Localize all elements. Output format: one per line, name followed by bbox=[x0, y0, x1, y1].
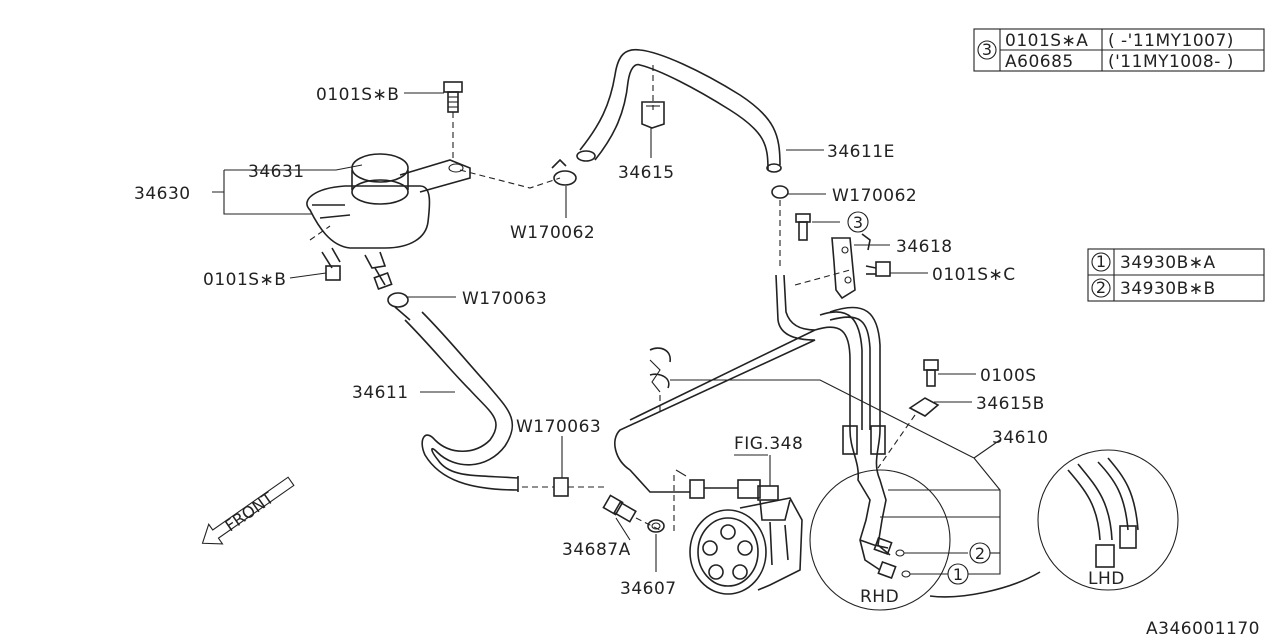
reference-table-top: 3 0101S∗A ( -'11MY1007) A60685 ('11MY100… bbox=[973, 28, 1265, 72]
callout-circle-1 bbox=[1091, 252, 1111, 272]
label-w170063-upper: W170063 bbox=[462, 289, 547, 309]
label-lhd: LHD bbox=[1088, 569, 1125, 589]
label-34615b: 34615B bbox=[976, 394, 1045, 414]
table-ref: 3 bbox=[982, 40, 992, 59]
label-bolt-b-top: 0101S∗B bbox=[316, 85, 399, 105]
label-w170062-right: W170062 bbox=[832, 186, 917, 206]
clamp-w170063-lower bbox=[522, 477, 606, 497]
label-34610: 34610 bbox=[992, 428, 1049, 448]
label-bolt-c: 0101S∗C bbox=[932, 265, 1016, 285]
reference-table-right: 1 34930B∗A 2 34930B∗B bbox=[1087, 248, 1265, 302]
rhd-detail bbox=[809, 457, 1041, 611]
table-row-range: ('11MY1008- ) bbox=[1108, 52, 1234, 72]
union-bolt-34687a bbox=[602, 494, 661, 531]
pipe-assy-34610 bbox=[614, 269, 891, 571]
callouts: 3 2 1 bbox=[847, 211, 991, 585]
power-steering-pump bbox=[689, 455, 803, 595]
lhd-detail bbox=[1037, 449, 1179, 591]
part-labels: 0101S∗B 34631 34630 0101S∗B W170062 W170… bbox=[134, 85, 1260, 639]
callout-circle-2 bbox=[969, 542, 991, 564]
bolt-0100s bbox=[923, 359, 939, 387]
label-34611: 34611 bbox=[352, 383, 409, 403]
label-w170062-left: W170062 bbox=[510, 223, 595, 243]
table-row-part: A60685 bbox=[1005, 52, 1074, 72]
label-fig-348: FIG.348 bbox=[734, 434, 803, 454]
callout-number: 2 bbox=[975, 544, 985, 563]
callout-circle-3 bbox=[977, 40, 997, 60]
bolt-callout-3 bbox=[795, 213, 811, 241]
label-front: FRONT bbox=[221, 488, 277, 535]
table-row-part: 34930B∗B bbox=[1120, 279, 1216, 299]
bracket-34618 bbox=[831, 233, 871, 300]
leader-lines bbox=[212, 92, 1001, 572]
label-34607: 34607 bbox=[620, 579, 677, 599]
label-w170063-lower: W170063 bbox=[516, 417, 601, 437]
table-row-range: ( -'11MY1007) bbox=[1108, 31, 1234, 51]
table-row-part: 0101S∗A bbox=[1005, 31, 1088, 51]
label-34615: 34615 bbox=[618, 163, 675, 183]
table-row-part: 34930B∗A bbox=[1120, 253, 1216, 273]
clip-34615b bbox=[877, 397, 940, 469]
gasket-34607 bbox=[647, 519, 665, 533]
callout-circle-1 bbox=[947, 563, 969, 585]
label-34687a: 34687A bbox=[562, 540, 631, 560]
clamp-w170062-left bbox=[459, 158, 577, 189]
callout-number: 3 bbox=[853, 213, 863, 232]
label-34618: 34618 bbox=[896, 237, 953, 257]
label-0100s: 0100S bbox=[980, 366, 1037, 386]
reservoir-tank bbox=[306, 153, 471, 291]
label-34630: 34630 bbox=[134, 184, 191, 204]
hose-34611e bbox=[576, 48, 782, 173]
label-bolt-b-lower: 0101S∗B bbox=[203, 270, 286, 290]
table-ref: 2 bbox=[1096, 278, 1106, 297]
table-ref: 1 bbox=[1096, 252, 1106, 271]
clip-34615 bbox=[641, 101, 665, 129]
bolt-c bbox=[865, 261, 891, 277]
bolt-top bbox=[443, 81, 463, 160]
callout-circle-3 bbox=[847, 211, 869, 233]
front-arrow bbox=[201, 476, 295, 545]
callout-number: 1 bbox=[953, 565, 963, 584]
label-34631: 34631 bbox=[248, 162, 305, 182]
clamp-w170062-right bbox=[771, 185, 789, 270]
label-rhd: RHD bbox=[860, 587, 899, 607]
hose-34611 bbox=[387, 292, 519, 492]
drawing-number: A346001170 bbox=[1146, 619, 1260, 639]
label-34611e: 34611E bbox=[827, 142, 895, 162]
callout-circle-2 bbox=[1091, 278, 1111, 298]
